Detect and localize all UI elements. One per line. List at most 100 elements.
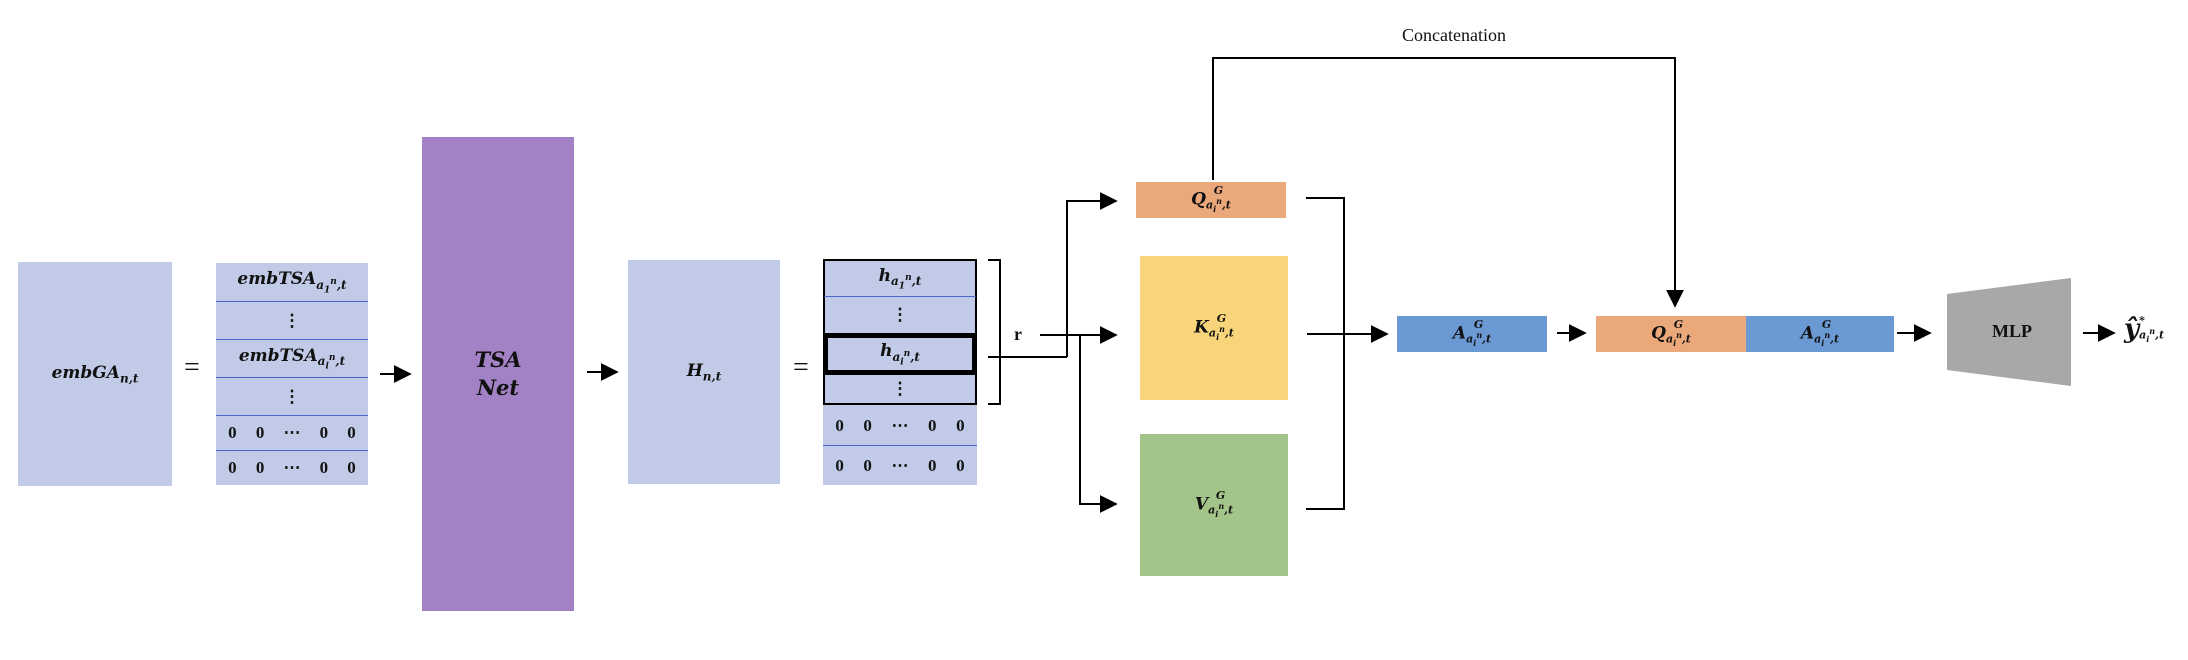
- emb-table: embTSAa1n,t ⋮ embTSAain,t ⋮ 0 0 ⋯ 0 0 0 …: [216, 263, 368, 485]
- selection-bracket: [988, 259, 1001, 405]
- arrow-to-v: [1079, 335, 1118, 513]
- concat-attention-subsub: i: [1821, 337, 1825, 348]
- output-tail: ,t: [2155, 328, 2165, 342]
- h-row-selected: hain,t: [823, 333, 977, 375]
- key-tail: ,t: [1224, 326, 1234, 340]
- attention-sup: G: [1473, 318, 1484, 332]
- output-subsub: i: [2146, 333, 2150, 344]
- query-subsup: n: [1216, 196, 1222, 207]
- concat-query-tail: ,t: [1681, 332, 1691, 346]
- h-zero-1-5: 0: [956, 416, 965, 435]
- h-zero-2-4: 0: [928, 455, 937, 475]
- attention-subsub: i: [1473, 337, 1477, 348]
- concatenation-label: Concatenation: [1402, 25, 1506, 45]
- h-zero-row-1: 0 0 ⋯ 0 0: [823, 407, 977, 445]
- output-symbol: ŷ: [2124, 314, 2140, 344]
- hidden-label: H: [686, 360, 703, 381]
- attention-label: A: [1452, 323, 1467, 344]
- equals-sign-1: =: [184, 352, 200, 383]
- key-subsup: n: [1219, 324, 1225, 335]
- value-sup: G: [1215, 489, 1226, 503]
- emb-row-first-tail: ,t: [336, 277, 347, 292]
- h-zero-2-3: ⋯: [891, 455, 909, 475]
- emb-row-first-subsub: 1: [324, 284, 331, 295]
- h-row-selected-tail: ,t: [910, 349, 920, 364]
- mlp-label: MLP: [1992, 321, 2032, 341]
- output-star: *: [2139, 314, 2145, 328]
- h-row-selected-label: h: [880, 341, 893, 362]
- emb-row-first-sup: n: [330, 276, 337, 287]
- h-row-dots-1: ⋮: [823, 297, 977, 333]
- emb-zero-row-2: 0 0 ⋯ 0 0: [216, 450, 368, 485]
- h-zero-2-1: 0: [835, 455, 844, 475]
- emb-zero-1-5: 0: [347, 423, 356, 442]
- attention-sub: a: [1466, 332, 1474, 346]
- h-zero-1-4: 0: [928, 416, 937, 435]
- value-subsub: i: [1215, 508, 1219, 519]
- r-label: r: [1014, 324, 1022, 344]
- emb-row-i: embTSAain,t: [216, 339, 368, 377]
- emb-row-i-subsub: i: [325, 361, 329, 372]
- concat-attention-label: A: [1800, 323, 1815, 344]
- key-sub: a: [1208, 326, 1217, 340]
- h-zero-2-5: 0: [956, 455, 965, 475]
- tsa-net-block: TSA Net: [422, 137, 574, 611]
- emb-zero-2-3: ⋯: [283, 458, 301, 477]
- emb-row-first-sub: a: [316, 277, 325, 292]
- emb-row-i-sup: n: [328, 353, 336, 363]
- query-sub: a: [1205, 198, 1214, 212]
- h-row-selected-subsub: i: [900, 356, 904, 367]
- emb-zero-1-2: 0: [255, 423, 265, 442]
- concat-attention-tail: ,t: [1830, 332, 1840, 346]
- emb-zero-1-3: ⋯: [283, 423, 301, 442]
- h-zero-1-1: 0: [835, 416, 844, 435]
- output-sub: a: [2139, 328, 2147, 342]
- emb-row-dots-1: ⋮: [216, 301, 368, 339]
- h-row-first-sub: a: [891, 274, 899, 288]
- value-label: V: [1194, 494, 1209, 515]
- emb-zero-row-1: 0 0 ⋯ 0 0: [216, 415, 368, 450]
- tsa-net-line1: TSA: [474, 347, 522, 372]
- emb-zero-2-2: 0: [255, 458, 265, 477]
- emb-row-i-label: embTSA: [238, 345, 318, 366]
- embga-label: embGA: [51, 362, 120, 383]
- h-row-selected-sup: n: [903, 348, 911, 359]
- emb-row-i-tail: ,t: [335, 354, 346, 368]
- value-sub: a: [1208, 503, 1216, 517]
- concat-query-label: Q: [1651, 323, 1666, 344]
- emb-row-first: embTSAa1n,t: [216, 263, 368, 301]
- key-sup: G: [1216, 312, 1227, 326]
- h-zero-2-2: 0: [863, 455, 872, 475]
- value-tail: ,t: [1224, 503, 1234, 517]
- hidden-state-box: Hn,t: [628, 260, 780, 484]
- output-label: ŷ*ain,t: [2124, 314, 2164, 345]
- query-sup: G: [1213, 184, 1224, 198]
- qkv-combine-bracket: [1306, 197, 1345, 510]
- tsa-net-line2: Net: [476, 375, 520, 400]
- value-subsup: n: [1218, 501, 1225, 512]
- key-subsub: i: [1216, 331, 1220, 342]
- concat-query-subsub: i: [1673, 337, 1677, 348]
- h-row-selected-sub: a: [892, 349, 901, 364]
- concat-attention-subsup: n: [1824, 330, 1831, 341]
- concat-query-sup: G: [1673, 318, 1684, 332]
- attention-subsup: n: [1476, 330, 1483, 341]
- emb-zero-2-4: 0: [319, 458, 329, 477]
- mlp-shape: [1947, 278, 2071, 386]
- h-zero-1-3: ⋯: [891, 416, 909, 435]
- h-zero-1-2: 0: [863, 416, 872, 435]
- emb-row-first-label: embTSA: [237, 269, 317, 290]
- embga-box: embGAn,t: [18, 262, 172, 486]
- h-row-dots-2: ⋮: [823, 375, 977, 405]
- arrow-to-q: [1066, 192, 1118, 357]
- equals-sign-2: =: [793, 352, 809, 383]
- h-row-first: ha1n,t: [823, 259, 977, 297]
- query-label: Q: [1191, 189, 1206, 210]
- h-row-first-sup: n: [905, 273, 912, 283]
- key-label: K: [1194, 317, 1209, 338]
